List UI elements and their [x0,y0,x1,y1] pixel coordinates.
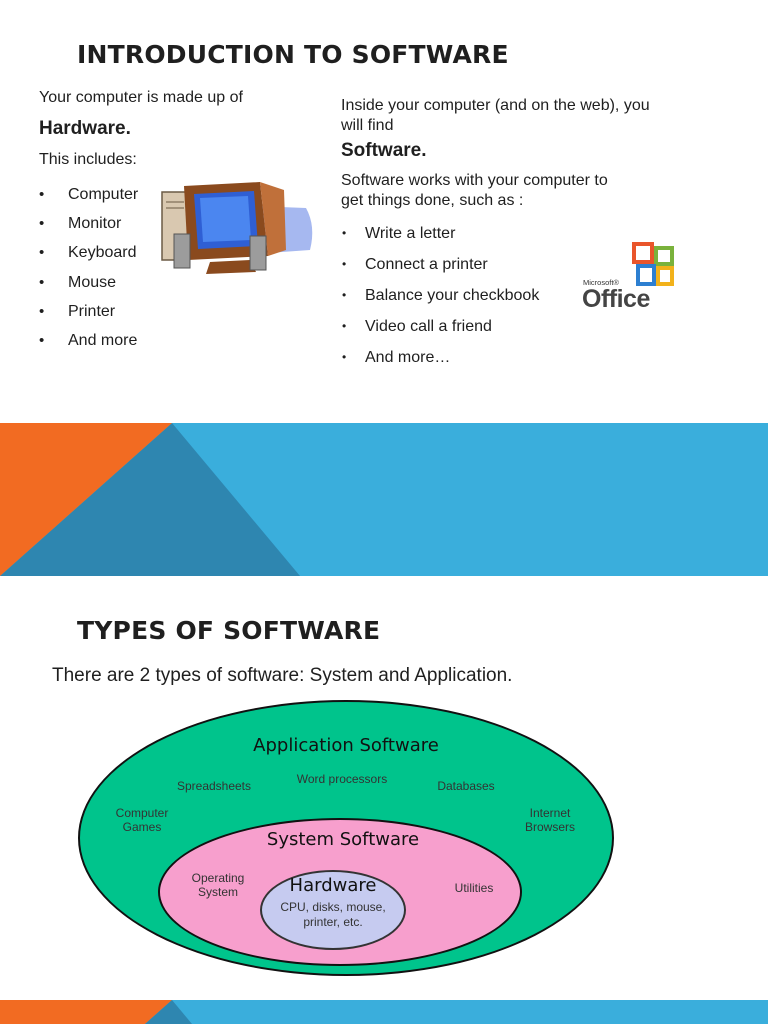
slide-subtitle: There are 2 types of software: System an… [52,665,513,686]
computer-games-label-line2: Games [122,820,162,834]
utilities-label: Utilities [454,881,494,895]
internet-browsers-label-line2: Browsers [524,820,575,834]
operating-system-label-line1: Operating [191,871,245,885]
hardware-list-item: Mouse [39,268,138,297]
hardware-intro-text: Your computer is made up of [39,89,243,106]
software-list-item: Balance your checkbook [341,280,539,311]
spreadsheets-label: Spreadsheets [176,779,252,793]
includes-text: This includes: [39,151,137,168]
hardware-examples-line1: CPU, disks, mouse, [280,900,386,914]
software-list-item: Connect a printer [341,249,539,280]
computer-games-label-line1: Computer [115,806,169,820]
software-intro-line2: will find [341,117,394,134]
hardware-list-item: And more [39,326,138,355]
slide-divider-band [0,423,768,576]
hardware-ellipse [260,870,406,950]
internet-browsers-label-line1: Internet [529,806,571,820]
software-layers-diagram: Application Software Spreadsheets Word p… [78,700,614,976]
hardware-heading: Hardware. [39,118,131,139]
software-desc-line1: Software works with your computer to [341,172,608,189]
bottom-divider-band [0,1000,768,1024]
software-heading: Software. [341,140,427,161]
slide-title: INTRODUCTION TO SOFTWARE [77,40,509,69]
software-list-item: Write a letter [341,218,539,249]
word-processors-label: Word processors [296,772,388,786]
divider-graphic [0,423,768,576]
application-software-title: Application Software [253,735,439,756]
office-logo-big-text: Office [582,285,650,313]
office-logo-small-text: Microsoft® [583,278,619,287]
system-software-title: System Software [266,829,420,850]
slide-introduction: INTRODUCTION TO SOFTWARE Your computer i… [0,0,768,423]
hardware-examples-line2: printer, etc. [303,915,363,929]
office-logo-icon [632,242,674,286]
hardware-list-item: Computer [39,180,138,209]
software-list: Write a letter Connect a printer Balance… [341,218,539,373]
software-list-item: And more… [341,342,539,373]
software-intro-line1: Inside your computer (and on the web), y… [341,97,650,114]
databases-label: Databases [437,779,495,793]
microsoft-office-logo: Microsoft® Office [580,240,684,320]
desktop-computer-icon [161,182,313,274]
operating-system-label-line2: System [197,885,238,899]
hardware-list-item: Printer [39,297,138,326]
hardware-title: Hardware [289,875,377,896]
bottom-divider-graphic [0,1000,768,1024]
hardware-list-item: Keyboard [39,238,138,267]
software-list-item: Video call a friend [341,311,539,342]
slide-types-of-software: TYPES OF SOFTWARE There are 2 types of s… [0,576,768,1000]
hardware-list-item: Monitor [39,209,138,238]
software-desc-line2: get things done, such as : [341,192,524,209]
slide-title: TYPES OF SOFTWARE [77,616,381,645]
hardware-list: Computer Monitor Keyboard Mouse Printer … [39,180,138,355]
